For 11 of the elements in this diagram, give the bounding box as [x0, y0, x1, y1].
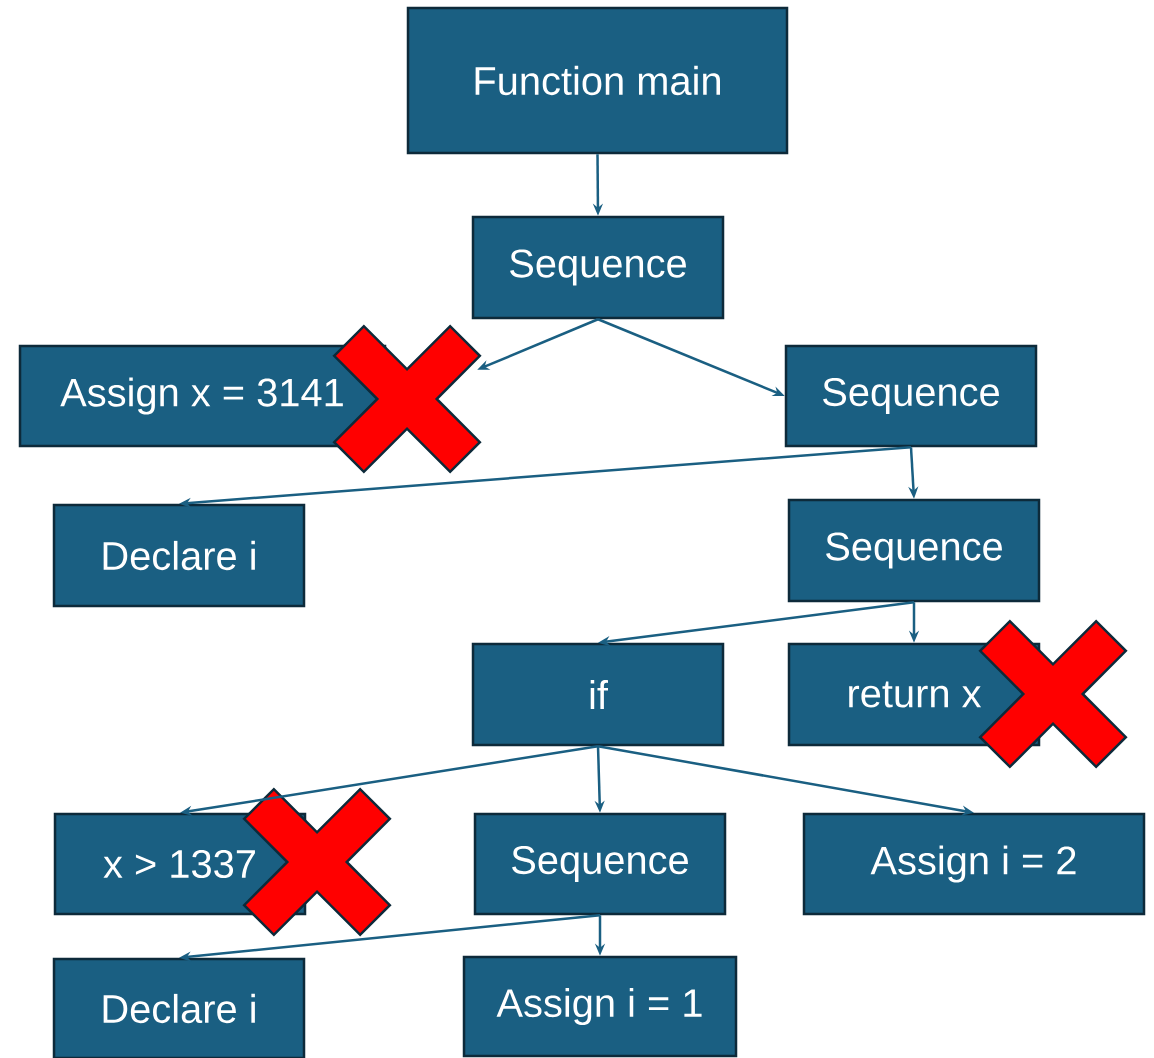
process-box: Function main — [406, 6, 789, 155]
process-box: Sequence — [471, 215, 725, 320]
process-box: Sequence — [784, 344, 1038, 448]
process-box: Assign x = 3141 — [18, 344, 387, 448]
process-box: if — [471, 642, 725, 747]
process-box: Sequence — [787, 498, 1041, 603]
process-box: Sequence — [473, 812, 727, 916]
process-box: Assign i = 2 — [802, 812, 1146, 916]
process-box: Declare i — [52, 957, 306, 1058]
process-box: Assign i = 1 — [462, 955, 738, 1058]
process-box: Declare i — [52, 503, 306, 608]
